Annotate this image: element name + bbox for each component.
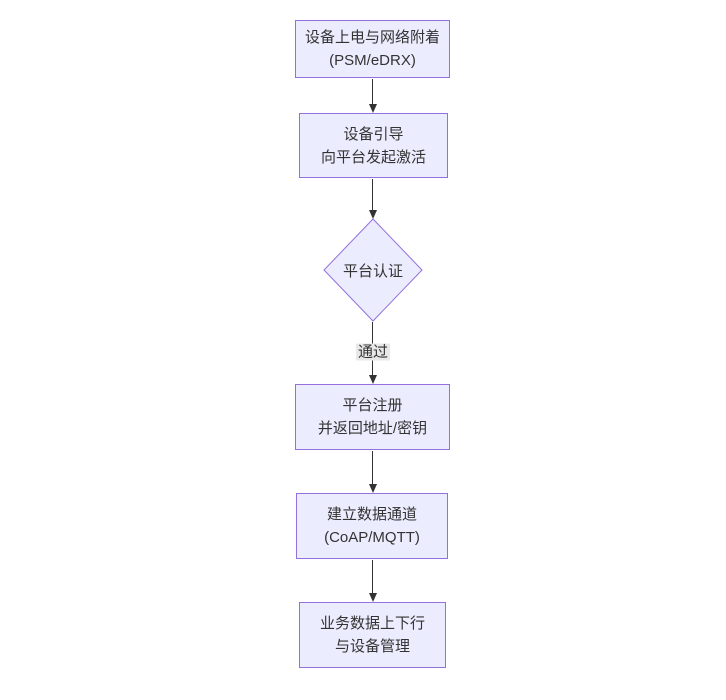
node-register: 平台注册 并返回地址/密钥	[295, 384, 450, 450]
arrowhead-icon	[368, 375, 377, 384]
edge-bootstrap-to-auth	[368, 179, 377, 219]
arrowhead-icon	[368, 484, 377, 493]
node-power-attach-line1: 设备上电与网络附着	[304, 29, 440, 46]
edge-label-pass: 通过	[355, 343, 391, 361]
node-platform-auth: 平台认证	[323, 218, 423, 322]
edge-power-to-bootstrap	[368, 79, 377, 113]
node-business-line1: 业务数据上下行	[319, 615, 425, 632]
edge-line	[372, 79, 373, 104]
arrowhead-icon	[368, 593, 377, 602]
edge-register-to-channel	[368, 451, 377, 493]
edge-channel-to-business	[368, 560, 377, 602]
node-data-channel-line2: (CoAP/MQTT)	[324, 529, 420, 546]
edge-line	[372, 179, 373, 210]
node-platform-auth-label: 平台认证	[342, 262, 403, 280]
node-bootstrap-line1: 设备引导	[343, 125, 404, 143]
node-data-channel-line1: 建立数据通道	[326, 506, 417, 523]
node-bootstrap: 设备引导 向平台发起激活	[299, 113, 448, 178]
node-business: 业务数据上下行 与设备管理	[299, 602, 446, 668]
node-power-attach-line2: (PSM/eDRX)	[329, 52, 416, 69]
edge-line	[372, 451, 373, 484]
node-business-line2: 与设备管理	[334, 638, 410, 655]
edge-line	[372, 560, 373, 593]
diamond-shape-icon	[323, 218, 423, 322]
arrowhead-icon	[368, 210, 377, 219]
node-data-channel: 建立数据通道 (CoAP/MQTT)	[296, 493, 448, 559]
node-register-line2: 并返回地址/密钥	[317, 420, 428, 437]
arrowhead-icon	[368, 104, 377, 113]
node-power-attach: 设备上电与网络附着 (PSM/eDRX)	[295, 20, 450, 78]
node-bootstrap-line2: 向平台发起激活	[320, 148, 426, 166]
node-register-line1: 平台注册	[342, 397, 403, 414]
